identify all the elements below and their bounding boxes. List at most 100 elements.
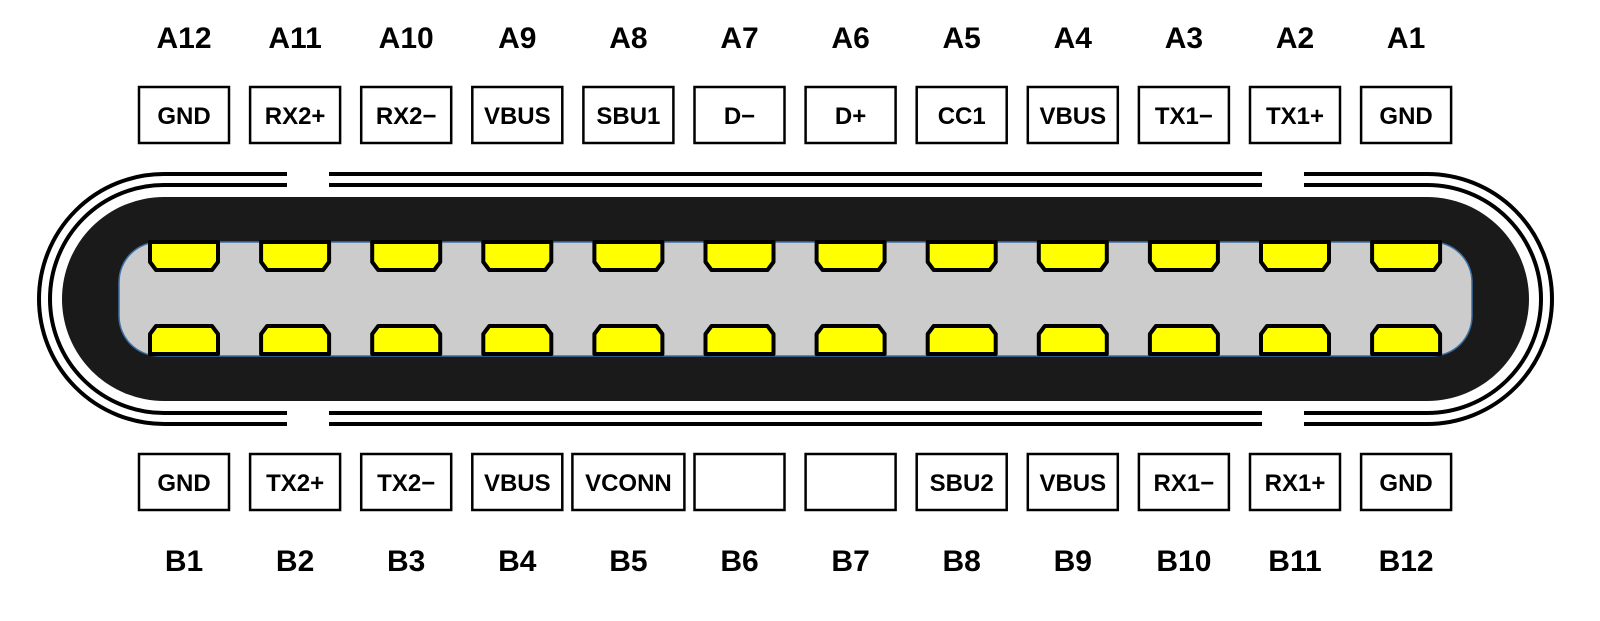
pin-number-b11: B11 xyxy=(1268,545,1321,578)
contact-a4 xyxy=(481,240,554,272)
signal-label-a11: RX2+ xyxy=(265,103,326,130)
contact-a2 xyxy=(259,240,332,272)
pin-number-a12: A12 xyxy=(156,22,211,55)
signal-label-b1: GND xyxy=(157,470,210,497)
pin-number-b9: B9 xyxy=(1054,545,1092,578)
signal-label-a8: SBU1 xyxy=(596,103,660,130)
pin-number-b12: B12 xyxy=(1379,545,1434,578)
signal-box-b1 xyxy=(137,452,231,512)
signal-label-b5: VCONN xyxy=(585,470,672,497)
contact-b5 xyxy=(592,324,665,356)
pin-number-a10: A10 xyxy=(379,22,434,55)
shell-outline-outer xyxy=(37,172,1554,426)
signal-box-b8 xyxy=(915,452,1008,512)
contact-a3 xyxy=(370,240,443,272)
contact-a7 xyxy=(814,240,887,272)
signal-box-b7 xyxy=(804,452,897,512)
signal-label-a6: D+ xyxy=(835,103,866,130)
shell-gaps xyxy=(287,170,1304,428)
signal-box-a4 xyxy=(1026,85,1120,145)
pin-number-a7: A7 xyxy=(720,22,758,55)
contact-a8 xyxy=(925,240,998,272)
pin-number-b3: B3 xyxy=(387,545,425,578)
contact-a10 xyxy=(1147,240,1220,272)
contact-a6 xyxy=(703,240,776,272)
signal-box-b2 xyxy=(248,452,342,512)
signal-box-b9 xyxy=(1026,452,1120,512)
signal-box-b4 xyxy=(471,452,564,512)
signal-label-b10: RX1− xyxy=(1154,470,1215,497)
contact-a11 xyxy=(1259,240,1331,272)
signal-box-a2 xyxy=(1248,85,1342,145)
signal-box-b11 xyxy=(1248,452,1342,512)
signal-label-b2: TX2+ xyxy=(266,470,324,497)
signal-box-a9 xyxy=(471,85,564,145)
pin-number-a4: A4 xyxy=(1054,22,1093,55)
signal-box-a6 xyxy=(804,85,897,145)
pin-number-b4: B4 xyxy=(498,545,537,578)
pin-number-a2: A2 xyxy=(1276,22,1314,55)
pin-row-b: GND B1 TX2+ B2 TX2− B3 VBUS B4 VCONN B5 B6 B7 SBU2B8… xyxy=(137,452,1453,578)
contact-b8 xyxy=(925,324,998,356)
contact-a1 xyxy=(148,240,220,272)
contact-b4 xyxy=(481,324,554,356)
contact-a5 xyxy=(592,240,665,272)
signal-box-b10 xyxy=(1137,452,1231,512)
contact-a9 xyxy=(1036,240,1109,272)
pin-number-b8: B8 xyxy=(943,545,981,578)
contacts-row-b xyxy=(148,324,1443,356)
contact-b2 xyxy=(259,324,332,356)
pin-number-a9: A9 xyxy=(498,22,536,55)
signal-box-a5 xyxy=(915,85,1008,145)
contact-a12 xyxy=(1370,240,1443,272)
pin-number-a8: A8 xyxy=(609,22,647,55)
pin-number-b7: B7 xyxy=(831,545,869,578)
signal-label-a5: CC1 xyxy=(938,103,986,130)
signal-box-b5 xyxy=(571,452,686,512)
connector-tongue xyxy=(118,241,1473,357)
signal-label-b4: VBUS xyxy=(484,470,551,497)
pin-number-b2: B2 xyxy=(276,545,314,578)
contact-b3 xyxy=(370,324,443,356)
signal-box-b3 xyxy=(359,452,453,512)
signal-box-a1 xyxy=(1359,85,1453,145)
signal-label-a2: TX1+ xyxy=(1266,103,1324,130)
pin-number-b1: B1 xyxy=(165,545,203,578)
signal-label-b3: TX2− xyxy=(377,470,435,497)
contact-b6 xyxy=(703,324,776,356)
signal-box-a8 xyxy=(582,85,675,145)
pin-number-b6: B6 xyxy=(720,545,758,578)
contact-b10 xyxy=(1147,324,1220,356)
signal-label-b8: SBU2 xyxy=(930,470,994,497)
pin-number-a6: A6 xyxy=(831,22,869,55)
shell-outline-inner xyxy=(48,183,1543,415)
pin-number-a1: A1 xyxy=(1387,22,1425,55)
signal-box-a12 xyxy=(137,85,231,145)
pin-number-a5: A5 xyxy=(943,22,981,55)
signal-label-a3: TX1− xyxy=(1155,103,1213,130)
signal-label-b12: GND xyxy=(1379,470,1432,497)
contact-b11 xyxy=(1259,324,1331,356)
signal-box-a7 xyxy=(693,85,786,145)
signal-label-b9: VBUS xyxy=(1039,470,1106,497)
signal-box-a3 xyxy=(1137,85,1231,145)
pin-number-b10: B10 xyxy=(1156,545,1211,578)
contact-b12 xyxy=(1370,324,1443,356)
contacts-row-a xyxy=(148,240,1443,272)
signal-label-a10: RX2− xyxy=(376,103,437,130)
signal-label-a9: VBUS xyxy=(484,103,551,130)
pin-number-a3: A3 xyxy=(1165,22,1203,55)
signal-label-a12: GND xyxy=(157,103,210,130)
pin-number-a11: A11 xyxy=(268,22,321,55)
signal-label-a7: D− xyxy=(724,103,755,130)
signal-label-b11: RX1+ xyxy=(1265,470,1326,497)
signal-label-a4: VBUS xyxy=(1039,103,1106,130)
signal-box-b6 xyxy=(693,452,786,512)
signal-box-a10 xyxy=(359,85,453,145)
signal-box-a11 xyxy=(248,85,342,145)
signal-label-a1: GND xyxy=(1379,103,1432,130)
contact-b7 xyxy=(814,324,887,356)
pin-number-b5: B5 xyxy=(609,545,647,578)
